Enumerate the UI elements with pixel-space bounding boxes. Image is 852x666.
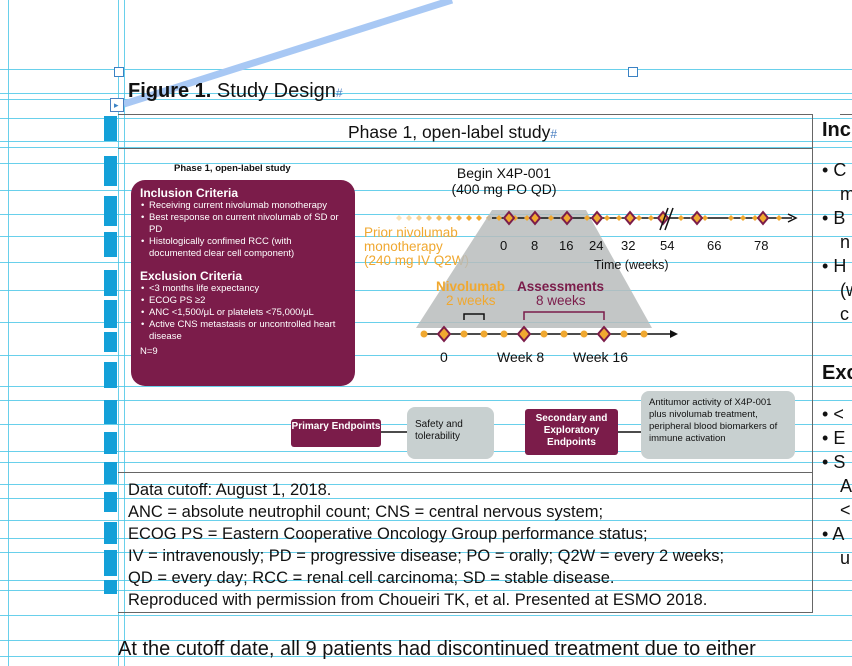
- secondary-endpoints-badge: Secondary and Exploratory Endpoints: [525, 409, 618, 455]
- right-bullet-line: • A: [822, 524, 845, 544]
- right-bullet-line: • <: [822, 404, 844, 424]
- right-bullet-line: • S: [822, 452, 846, 472]
- axis-diamonds: [496, 215, 782, 221]
- tick-label: 16: [559, 238, 574, 253]
- tick-label: 8: [531, 238, 539, 253]
- tick-label: 66: [707, 238, 722, 253]
- figure-label: Figure 1.: [128, 80, 212, 102]
- prior-therapy-label: Prior nivolumab monotherapy (240 mg IV Q…: [364, 226, 469, 268]
- resize-handle-top-center[interactable]: [628, 67, 638, 77]
- zoom-tick-label: 0: [440, 349, 448, 365]
- figure-title-text: Study Design: [216, 80, 336, 102]
- footnote-line: IV = intravenously; PD = progressive dis…: [128, 547, 725, 565]
- figure-title: Figure 1. Study Design#: [128, 80, 343, 103]
- right-bullet-line: • H: [822, 256, 847, 276]
- right-bullet-line: u: [840, 548, 851, 568]
- footnote-line: QD = every day; RCC = renal cell carcino…: [128, 569, 615, 587]
- endpoint-connectors: [380, 431, 642, 433]
- criteria-box: Inclusion Criteria Receiving current niv…: [131, 180, 355, 386]
- anchor-handle[interactable]: ▸: [110, 98, 124, 112]
- anchor-arrow-icon: ▸: [114, 100, 119, 110]
- axis-label: Time (weeks): [594, 258, 669, 272]
- exclusion-item: Active CNS metastasis or uncontrolled he…: [141, 319, 346, 343]
- exclusion-list: <3 months life expectancy ECOG PS ≥2 ANC…: [140, 283, 346, 343]
- tick-label: 0: [500, 238, 508, 253]
- exclusion-item: <3 months life expectancy: [141, 283, 346, 295]
- paragraph-mark-icon: #: [335, 86, 343, 100]
- tick-label: 24: [589, 238, 604, 253]
- right-bullet-line: • C: [822, 160, 847, 180]
- nivolumab-title: Nivolumab: [436, 279, 506, 294]
- inclusion-item: Receiving current nivolumab monotherapy: [141, 200, 346, 212]
- prior-line-2: monotherapy: [364, 239, 443, 254]
- footnote-line: Reproduced with permission from Choueiri…: [128, 591, 708, 609]
- right-heading-exclusion: Exc: [822, 362, 852, 384]
- nivolumab-bracket: [463, 313, 485, 320]
- zoom-assessment-diamonds: [436, 325, 612, 343]
- prior-diamonds: [396, 215, 492, 221]
- nivolumab-label: Nivolumab: [436, 279, 505, 294]
- begin-line-1: Begin X4P-001: [456, 165, 552, 181]
- assessment-diamonds: [502, 210, 770, 226]
- inclusion-item: Best response on current nivolumab of SD…: [141, 212, 346, 236]
- assessments-title: Assessments: [517, 279, 605, 294]
- right-bullet-line: (w: [840, 280, 852, 300]
- nivolumab-interval: 2 weeks: [446, 293, 496, 308]
- zoom-tick-label: Week 8: [497, 349, 545, 365]
- header-title: Phase 1, open-label study: [348, 122, 551, 142]
- table-header: Phase 1, open-label study#: [348, 122, 558, 142]
- exclusion-item: ECOG PS ≥2: [141, 295, 346, 307]
- diagram-small-title: Phase 1, open-label study: [174, 163, 291, 174]
- inclusion-list: Receiving current nivolumab monotherapy …: [140, 200, 346, 260]
- right-bullet-line: <: [840, 500, 851, 520]
- assessments-interval: 8 weeks: [536, 293, 586, 308]
- figure-footnotes: Data cutoff: August 1, 2018. ANC = absol…: [128, 479, 724, 611]
- right-column-text: • C m • B n • H (w c: [822, 158, 852, 326]
- prior-line-3: (240 mg IV Q2W): [364, 253, 470, 268]
- footnote-line: Data cutoff: August 1, 2018.: [128, 481, 332, 499]
- selection-drag-line[interactable]: [0, 0, 852, 120]
- timeline-graphic: [396, 207, 798, 343]
- resize-handle-top-left[interactable]: [114, 67, 124, 77]
- secondary-endpoints-description: Antitumor activity of X4P-001 plus nivol…: [641, 391, 795, 459]
- primary-endpoints-badge: Primary Endpoints: [291, 419, 381, 447]
- tick-label: 32: [621, 238, 636, 253]
- tick-label: 78: [754, 238, 769, 253]
- inclusion-title: Inclusion Criteria: [140, 186, 239, 200]
- body-paragraph[interactable]: At the cutoff date, all 9 patients had d…: [118, 638, 756, 660]
- footnote-line: ECOG PS = Eastern Cooperative Oncology G…: [128, 525, 648, 543]
- begin-label: Begin X4P-001 (400 mg PO QD): [448, 165, 560, 197]
- primary-endpoints-description: Safety and tolerability: [407, 407, 494, 459]
- right-bullet-line: n: [840, 232, 851, 252]
- tick-label: 54: [660, 238, 675, 253]
- inclusion-item: Histologically confimed RCC (with docume…: [141, 236, 346, 260]
- right-bullet-line: • B: [822, 208, 846, 228]
- right-bullet-line: m: [840, 184, 852, 204]
- footnote-line: ANC = absolute neutrophil count; CNS = c…: [128, 503, 604, 521]
- right-bullet-line: c: [840, 304, 849, 324]
- right-column-text-2: • < • E • S A < • A u: [822, 402, 852, 570]
- zoom-tick-label: Week 16: [573, 349, 628, 365]
- exclusion-item: ANC <1,500/μL or platelets <75,000/μL: [141, 307, 346, 319]
- right-bullet-line: • E: [822, 428, 846, 448]
- assessment-bracket: [523, 311, 605, 320]
- zoom-dots: [420, 330, 648, 338]
- exclusion-title: Exclusion Criteria: [140, 269, 243, 283]
- begin-line-2: (400 mg PO QD): [451, 181, 557, 197]
- zoom-funnel: [416, 210, 652, 328]
- prior-line-1: Prior nivolumab: [364, 225, 458, 240]
- right-heading-inclusion: Inc: [822, 119, 851, 141]
- sample-size: N=9: [140, 346, 158, 357]
- right-bullet-line: A: [840, 476, 852, 496]
